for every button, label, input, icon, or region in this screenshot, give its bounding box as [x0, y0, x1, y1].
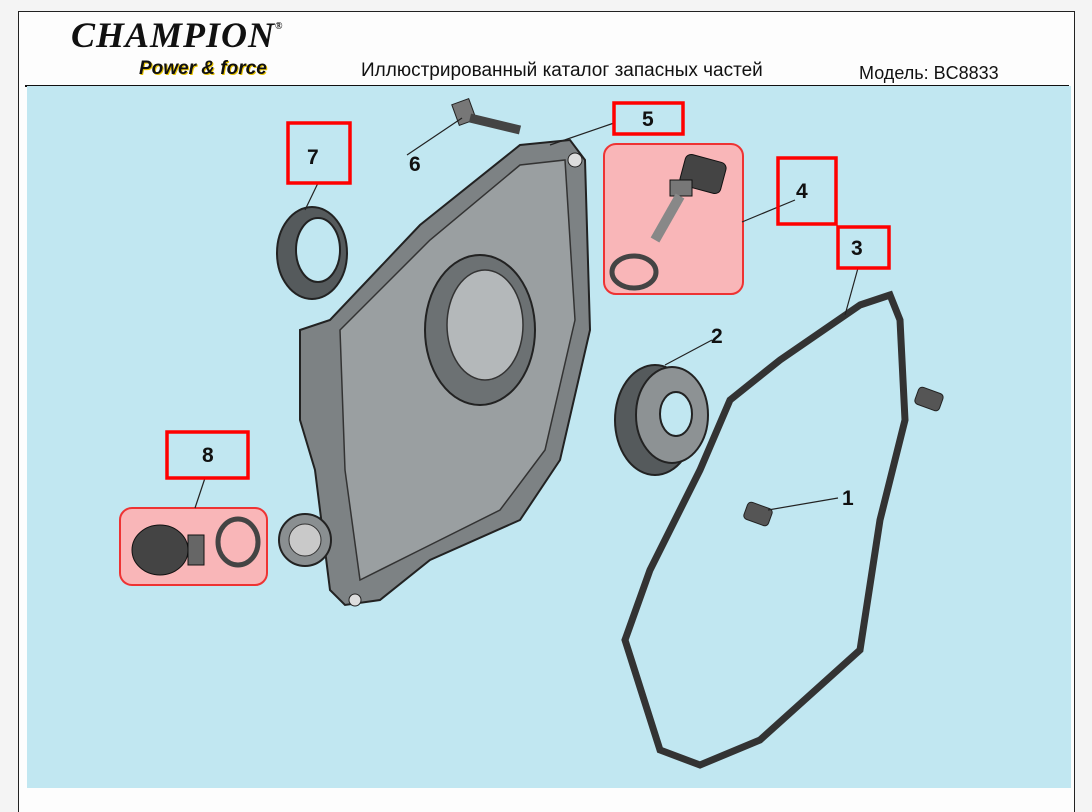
callout-6: 6: [409, 153, 421, 176]
callout-4: 4: [796, 180, 808, 203]
logo-tagline: Power & force: [139, 58, 267, 79]
dowel-pin-part-1: [743, 501, 773, 527]
callout-5: 5: [642, 108, 654, 131]
callout-3: 3: [851, 237, 863, 260]
logo-registered: ®: [275, 21, 284, 32]
crankcase-cover: [278, 138, 592, 607]
oil-filler-cap-part-4: [609, 153, 727, 291]
page-title: Иллюстрированный каталог запасных частей: [361, 60, 763, 81]
drain-plug-part-8: [131, 516, 261, 576]
logo-brand: CHAMPION: [71, 15, 276, 55]
callout-8: 8: [202, 444, 214, 467]
callout-1: 1: [842, 487, 854, 510]
dowel-pin-extra: [914, 386, 944, 412]
callout-2: 2: [711, 325, 723, 348]
gasket-part-3: [621, 290, 909, 769]
leader-lines: [194, 117, 859, 511]
bearing-part-2: [614, 364, 709, 476]
model-label: Модель: BC8833: [859, 63, 999, 83]
callout-7: 7: [307, 146, 319, 169]
callout-boxes: [165, 101, 891, 480]
oil-seal-part-7: [276, 206, 348, 300]
champion-logo: CHAMPION®: [71, 16, 284, 54]
bolt-part-6: [451, 97, 522, 135]
